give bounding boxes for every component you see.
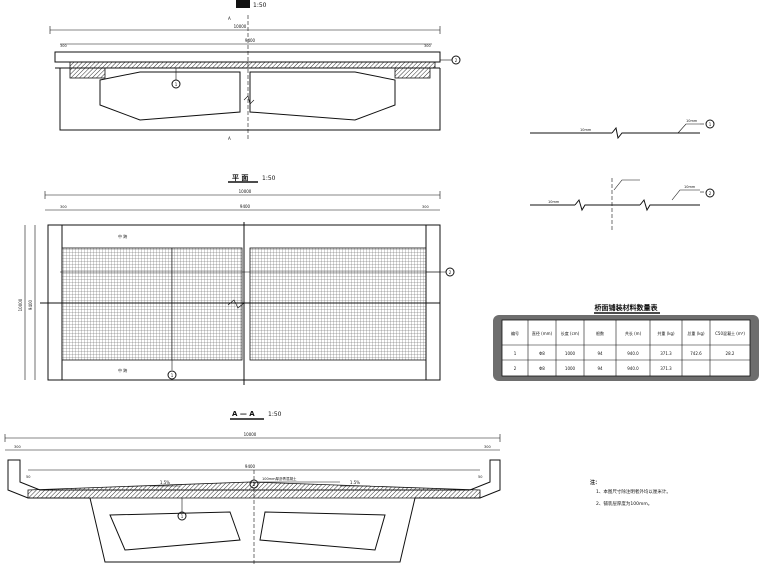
aa-section-view: A — A 1:50 10000 300 300 9400 50 50 1.5%… [4, 410, 501, 565]
table-cell: 1000 [565, 351, 576, 356]
plan-mesh-right [249, 247, 427, 361]
aa-slope-right: 1.5% [350, 480, 360, 485]
section-1-scale: 1:50 [253, 2, 267, 9]
table-cell: Φ8 [539, 351, 545, 356]
notes-heading: 注： [590, 479, 600, 486]
aa-dim-left-small: 50 [26, 475, 30, 479]
table-cell: 1000 [565, 366, 576, 371]
aa-dim-total: 10000 [244, 432, 257, 437]
section-1-dim-right: 300 [424, 44, 431, 48]
detail-2-callout: 2 [709, 191, 712, 196]
plan-scale: 1:50 [262, 175, 276, 182]
table-header-cell: 编号 [511, 330, 519, 336]
aa-note-center: 100mm厚沥青混凝土 [262, 476, 297, 481]
plan-dim-right: 300 [422, 205, 429, 209]
section-1-marker-left: A [228, 16, 231, 21]
plan-callout-2: 2 [449, 270, 452, 275]
note-item-2: 2、铺装层厚度为100mm。 [596, 500, 652, 507]
table-cell: 371.3 [660, 351, 672, 356]
detail-2-label: 10mm [548, 200, 560, 204]
aa-dim-inner: 9400 [245, 464, 256, 469]
table-cell: 94 [597, 366, 603, 371]
plan-dim-vertical-inner: 9400 [28, 299, 33, 310]
table-header-cell: 共重 (kg) [657, 330, 675, 336]
plan-mesh-left [61, 247, 243, 361]
table-cell: 940.0 [627, 351, 639, 356]
plan-label-top: 中 跨 [118, 233, 127, 239]
aa-dim-right-small: 50 [478, 475, 482, 479]
note-item-1: 1、本图尺寸除注明者外均以厘米计。 [596, 488, 671, 495]
material-table: 桥面铺装材料数量表 编号 直径 (mm) 长度 (cm) 根数 共长 (m) 共重 (kg… [493, 303, 759, 381]
section-1-dim-left: 300 [60, 44, 67, 48]
plan-label-bottom: 中 跨 [118, 367, 127, 373]
table-cell: 1 [514, 351, 517, 356]
table-cell: 2 [514, 366, 517, 371]
detail-1-callout: 1 [709, 122, 712, 127]
section-1-marker-bottom: A [228, 136, 231, 141]
aa-callout-1: 1 [181, 514, 184, 519]
detail-2-tag: 10mm [684, 185, 696, 189]
plan-dim-left: 300 [60, 205, 67, 209]
table-cell: 371.3 [660, 366, 672, 371]
section-1-dim-inner: 9400 [245, 38, 256, 43]
table-title: 桥面铺装材料数量表 [595, 303, 659, 312]
aa-scale: 1:50 [268, 411, 282, 418]
section-1-view: 1:50 10000 9400 300 300 A A 1 2 [49, 0, 461, 141]
table-header-cell: 根数 [596, 330, 604, 336]
aa-callout-2: 2 [253, 482, 256, 487]
table-header-cell: 直径 (mm) [532, 330, 553, 336]
plan-view: 平 面 1:50 10000 9400 300 300 10000 9400 中… [18, 174, 455, 385]
table-cell: Φ8 [539, 366, 545, 371]
table-cell: 28.2 [726, 351, 735, 356]
table-header-cell: 共长 (m) [625, 330, 642, 336]
table-cell: 940.0 [627, 366, 639, 371]
aa-dim-left: 300 [14, 445, 21, 449]
section-1-callout-2: 2 [455, 58, 458, 63]
detail-1-tag: 10mm [686, 119, 698, 123]
plan-dim-inner: 9400 [240, 204, 251, 209]
section-1-dim-total: 10000 [234, 24, 247, 29]
section-1-title-mark [236, 0, 250, 8]
plan-dim-total: 10000 [239, 189, 252, 194]
table-header-cell: 长度 (cm) [561, 330, 580, 336]
table-header-cell: 总重 (kg) [687, 330, 705, 336]
table-cell: 742.6 [690, 351, 702, 356]
aa-title: A — A [232, 410, 255, 418]
aa-slope-left: 1.5% [160, 480, 170, 485]
plan-callout-1: 1 [171, 373, 174, 378]
table-header-cell: C50混凝土 (m³) [715, 330, 745, 336]
notes-block: 注： 1、本图尺寸除注明者外均以厘米计。 2、铺装层厚度为100mm。 [590, 479, 671, 507]
plan-dim-vertical: 10000 [18, 298, 23, 311]
section-1-pavement-hatch [69, 61, 436, 69]
aa-dim-right: 300 [484, 445, 491, 449]
table-cell: 94 [597, 351, 603, 356]
section-1-callout-1: 1 [175, 82, 178, 87]
detail-1-label: 10mm [580, 128, 592, 132]
detail-2: 10mm 10mm 2 [530, 178, 715, 230]
detail-1: 10mm 10mm 1 [530, 119, 715, 140]
plan-title: 平 面 [232, 174, 248, 182]
